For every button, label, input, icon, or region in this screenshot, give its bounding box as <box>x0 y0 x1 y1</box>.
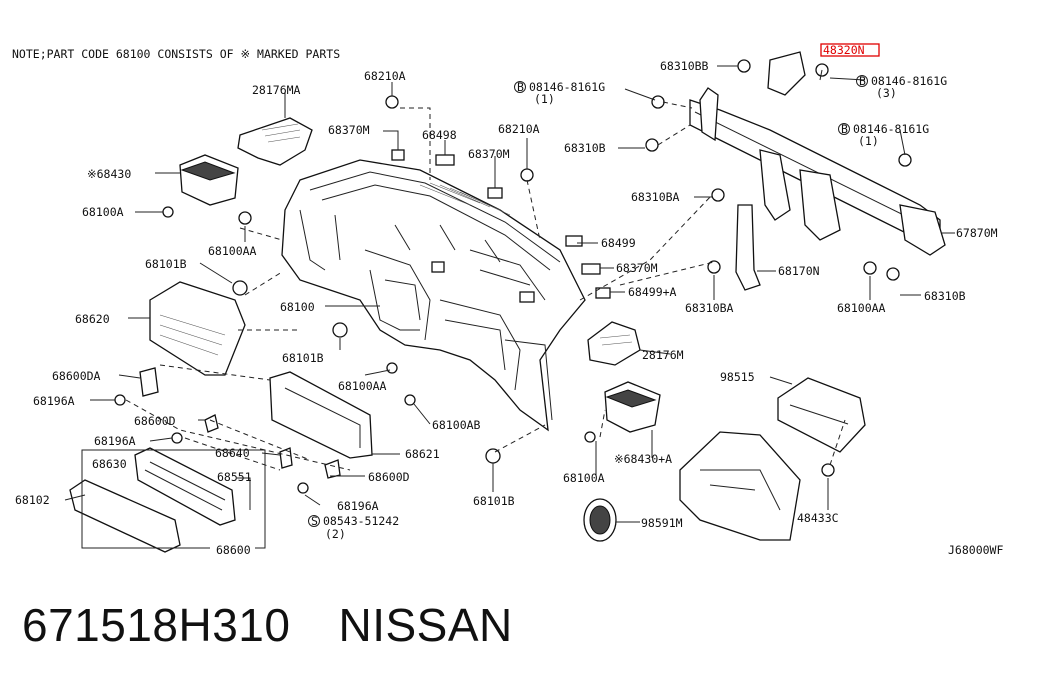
label-67870M: 67870M <box>956 226 998 240</box>
label-quantity: (2) <box>325 527 346 541</box>
label-68430: ※68430 <box>87 167 131 181</box>
label-68196A: 68196A <box>33 394 75 408</box>
label-98515: 98515 <box>720 370 755 384</box>
label-08146-8161G: 08146-8161G <box>529 80 605 94</box>
part-number: 671518H310 <box>22 599 291 651</box>
label-68600: 68600 <box>216 543 251 557</box>
svg-text:S: S <box>311 514 318 528</box>
label-68310BA: 68310BA <box>685 301 734 315</box>
label-68640: 68640 <box>215 446 250 460</box>
label-68310B: 68310B <box>564 141 606 155</box>
label-68430-a: ※68430+A <box>614 452 672 466</box>
label-quantity: (1) <box>534 92 555 106</box>
label-68101B: 68101B <box>473 494 515 508</box>
label-08543-51242: 08543-51242 <box>323 514 399 528</box>
label-68170N: 68170N <box>778 264 820 278</box>
label-68499: 68499 <box>601 236 636 250</box>
label-68210A: 68210A <box>364 69 406 83</box>
label-68621: 68621 <box>405 447 440 461</box>
label-68499-a: 68499+A <box>628 285 677 299</box>
label-68210A: 68210A <box>498 122 540 136</box>
highlight-box <box>820 43 880 57</box>
label-68196A: 68196A <box>337 499 379 513</box>
label-68370M: 68370M <box>616 261 658 275</box>
svg-text:B: B <box>517 80 524 94</box>
label-08146-8161G: 08146-8161G <box>853 122 929 136</box>
label-quantity: (3) <box>876 86 897 100</box>
leader-lines <box>64 65 955 549</box>
svg-text:B: B <box>859 74 866 88</box>
label-68370M: 68370M <box>468 147 510 161</box>
label-68600D: 68600D <box>134 414 176 428</box>
label-68100A: 68100A <box>82 205 124 219</box>
instrument-panel-drawing <box>281 159 586 432</box>
label-68620: 68620 <box>75 312 110 326</box>
label-48433C: 48433C <box>797 511 839 525</box>
parts-diagram: NOTE;PART CODE 68100 CONSISTS OF ※ MARKE… <box>12 43 1003 557</box>
label-68551: 68551 <box>217 470 252 484</box>
label-28176MA: 28176MA <box>252 83 301 97</box>
label-68102: 68102 <box>15 493 50 507</box>
label-quantity: (1) <box>858 134 879 148</box>
label-68100AA: 68100AA <box>208 244 257 258</box>
steering-member-drawing <box>689 51 946 291</box>
label-68100AA: 68100AA <box>837 301 886 315</box>
part-code-note: NOTE;PART CODE 68100 CONSISTS OF ※ MARKE… <box>12 47 340 61</box>
label-68100AB: 68100AB <box>432 418 481 432</box>
label-68100AA: 68100AA <box>338 379 387 393</box>
part-caption: 671518H310 NISSAN <box>22 598 513 652</box>
label-08146-8161G: 08146-8161G <box>871 74 947 88</box>
label-68600DA: 68600DA <box>52 369 101 383</box>
part-labels: 28176MA 68210A 68370M 68498 68210A 68370… <box>15 43 1003 557</box>
assembly-dashed-lines <box>125 101 846 471</box>
svg-text:B: B <box>841 122 848 136</box>
label-68310BB: 68310BB <box>660 59 709 73</box>
label-98591M: 98591M <box>641 516 683 530</box>
label-68100: 68100 <box>280 300 315 314</box>
label-68310B: 68310B <box>924 289 966 303</box>
label-68498: 68498 <box>422 128 457 142</box>
label-68600D: 68600D <box>368 470 410 484</box>
label-28176M: 28176M <box>642 348 684 362</box>
label-68630: 68630 <box>92 457 127 471</box>
label-68370M: 68370M <box>328 123 370 137</box>
brand-name: NISSAN <box>338 599 513 651</box>
label-68101B: 68101B <box>282 351 324 365</box>
label-68196A: 68196A <box>94 434 136 448</box>
label-68310BA: 68310BA <box>631 190 680 204</box>
label-68100A: 68100A <box>563 471 605 485</box>
diagram-code: J68000WF <box>948 543 1003 557</box>
component-drawings <box>69 59 912 553</box>
label-highlighted-part: 48320N <box>823 43 865 57</box>
label-68101B: 68101B <box>145 257 187 271</box>
